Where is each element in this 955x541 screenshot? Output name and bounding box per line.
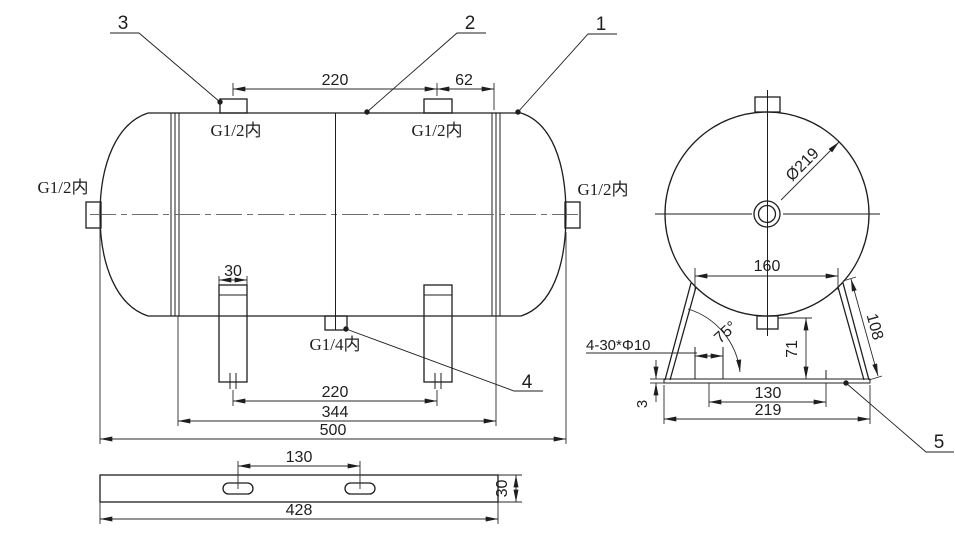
left-end-port bbox=[85, 201, 102, 229]
dim-text-130-end: 130 bbox=[755, 385, 782, 402]
dim-slot-centers-end bbox=[708, 383, 827, 407]
callout-4-number: 4 bbox=[522, 372, 533, 393]
top-left-port-label: G1/2内 bbox=[211, 121, 262, 140]
bottom-port-label: G1/4内 bbox=[310, 335, 361, 354]
bottom-drain-port bbox=[324, 315, 348, 331]
callout-4: 4 bbox=[343, 326, 543, 393]
dim-leg-width bbox=[218, 276, 248, 285]
label-slot-holes: 4-30*Φ10 bbox=[586, 337, 651, 354]
dim-leg-angle: 75° bbox=[687, 308, 742, 373]
dim-text-160: 160 bbox=[754, 258, 781, 275]
right-end-port bbox=[564, 201, 581, 229]
dim-leg-height bbox=[778, 317, 812, 380]
dim-top-ports-spacing bbox=[232, 83, 495, 110]
tank-shell bbox=[90, 112, 578, 330]
ports bbox=[85, 98, 581, 331]
dim-plate-thickness bbox=[650, 360, 664, 402]
base-plate-view: 130 428 30 bbox=[99, 449, 522, 524]
dim-text-75deg: 75° bbox=[711, 318, 740, 347]
dim-slot-marks bbox=[586, 352, 724, 359]
dim-text-130-bottom: 130 bbox=[286, 449, 313, 466]
dim-text-108: 108 bbox=[863, 312, 886, 342]
base-plate-outline bbox=[99, 474, 499, 503]
right-end-port-label: G1/2内 bbox=[578, 180, 629, 199]
dim-leg-top-width bbox=[694, 268, 839, 290]
dim-leg-length bbox=[842, 276, 883, 381]
dim-text-30-leg: 30 bbox=[224, 263, 242, 280]
callout-2-number: 2 bbox=[465, 13, 476, 34]
callout-1-number: 1 bbox=[596, 14, 607, 35]
dim-legs-spacing bbox=[232, 390, 438, 406]
dim-text-30-plate: 30 bbox=[494, 480, 511, 498]
main-side-view: G1/2内 G1/2内 G1/2内 G1/2内 G1/4内 220 62 bbox=[38, 13, 629, 444]
left-leg bbox=[218, 284, 248, 389]
dim-base-width bbox=[663, 385, 871, 424]
dim-text-500: 500 bbox=[320, 422, 347, 439]
callout-2: 2 bbox=[364, 13, 486, 115]
dim-text-3: 3 bbox=[634, 400, 651, 408]
end-view-base-plate bbox=[663, 347, 871, 384]
dim-seam-to-seam bbox=[177, 316, 497, 426]
top-right-port bbox=[423, 98, 453, 114]
callout-5-number: 5 bbox=[934, 432, 945, 453]
left-end-port-label: G1/2内 bbox=[38, 178, 89, 197]
dim-text-62: 62 bbox=[455, 72, 473, 89]
center-port bbox=[753, 200, 781, 228]
dim-text-220-bottom: 220 bbox=[322, 384, 349, 401]
dim-text-219: 219 bbox=[755, 402, 782, 419]
callout-3: 3 bbox=[110, 13, 223, 105]
callout-5: 5 bbox=[843, 380, 954, 453]
callout-3-number: 3 bbox=[118, 13, 129, 34]
top-left-port bbox=[219, 98, 248, 114]
dim-overall-length bbox=[99, 222, 567, 444]
right-leg bbox=[423, 284, 453, 389]
callout-1: 1 bbox=[515, 14, 617, 115]
top-right-port-label: G1/2内 bbox=[412, 121, 463, 140]
dim-text-428: 428 bbox=[286, 502, 313, 519]
end-view: Ø219 160 75° bbox=[586, 90, 954, 453]
dim-slot-centers-bottom bbox=[237, 461, 361, 489]
dim-plate-length bbox=[99, 502, 499, 524]
dim-text-344: 344 bbox=[322, 404, 349, 421]
dim-text-220-top: 220 bbox=[322, 72, 349, 89]
dim-diameter: Ø219 bbox=[780, 141, 840, 201]
dim-plate-width bbox=[498, 474, 522, 503]
dim-text-71: 71 bbox=[784, 340, 801, 358]
